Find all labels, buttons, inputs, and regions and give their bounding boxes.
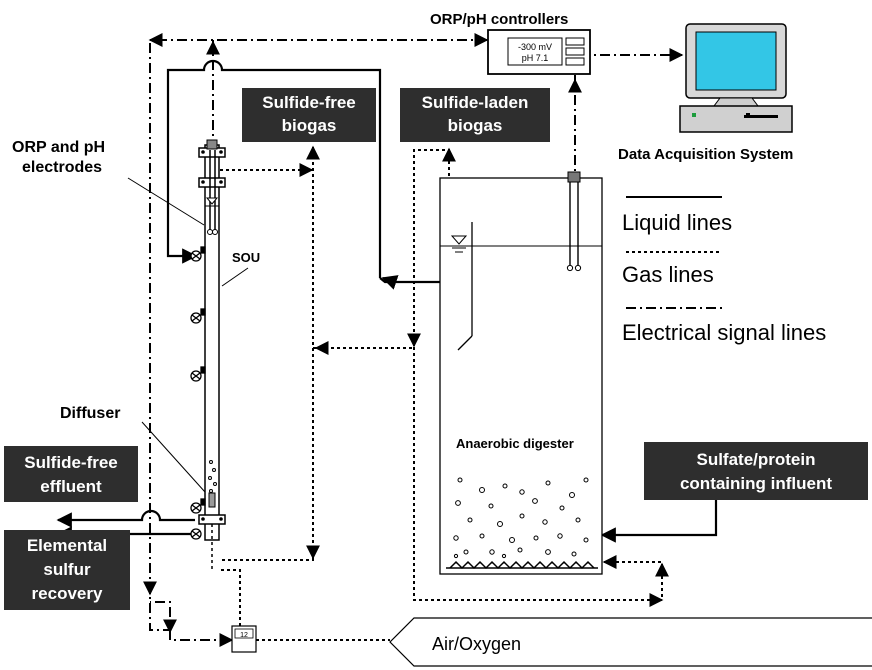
- svg-text:sulfur: sulfur: [43, 560, 91, 579]
- controller-readout-ph: pH 7.1: [522, 53, 549, 63]
- legend: Liquid lines Gas lines Electrical signal…: [622, 196, 826, 345]
- svg-text:Elemental: Elemental: [27, 536, 107, 555]
- svg-text:effluent: effluent: [40, 477, 102, 496]
- diffuser-label: Diffuser: [60, 405, 120, 422]
- svg-text:Sulfide-laden: Sulfide-laden: [422, 93, 529, 112]
- box-sulfide-free-biogas: Sulfide-free biogas: [242, 88, 376, 142]
- legend-electrical: Electrical signal lines: [622, 320, 826, 345]
- controllers-label: ORP/pH controllers: [430, 11, 568, 28]
- air-oxygen-label: Air/Oxygen: [432, 634, 521, 654]
- legend-liquid: Liquid lines: [622, 210, 732, 235]
- svg-text:biogas: biogas: [448, 116, 503, 135]
- svg-text:recovery: recovery: [32, 584, 103, 603]
- anaerobic-digester: [439, 171, 603, 575]
- pointer-lines: [127, 177, 249, 493]
- svg-text:Sulfide-free: Sulfide-free: [24, 453, 118, 472]
- gas-arrows: [299, 145, 669, 607]
- sou-label: SOU: [232, 250, 260, 265]
- svg-text:containing influent: containing influent: [680, 474, 832, 493]
- sampling-valves: [190, 246, 206, 540]
- computer-icon: [679, 23, 793, 133]
- svg-text:Sulfate/protein: Sulfate/protein: [696, 450, 815, 469]
- svg-text:Sulfide-free: Sulfide-free: [262, 93, 356, 112]
- box-sulfide-free-effluent: Sulfide-free effluent: [4, 446, 138, 502]
- liquid-lines: [60, 59, 718, 537]
- sou-column: [198, 139, 226, 570]
- orp-ph-electrodes-label-1: ORP and pH: [12, 139, 105, 156]
- flowmeter-icon: [231, 625, 257, 653]
- flowmeter-display: 12: [240, 632, 248, 639]
- anaerobic-digester-label: Anaerobic digester: [456, 436, 574, 451]
- orp-ph-electrodes-label-2: electrodes: [22, 159, 102, 176]
- orp-ph-controller: [487, 29, 591, 75]
- daq-label: Data Acquisition System: [618, 146, 793, 163]
- svg-text:biogas: biogas: [282, 116, 337, 135]
- legend-gas: Gas lines: [622, 262, 714, 287]
- digester-bubbles: [453, 477, 589, 559]
- air-oxygen-arrow-icon: [389, 617, 872, 667]
- box-elemental-sulfur-recovery: Elemental sulfur recovery: [4, 530, 130, 610]
- controller-readout-orp: -300 mV: [518, 42, 552, 52]
- box-sulfide-laden-biogas: Sulfide-laden biogas: [400, 88, 550, 142]
- box-influent: Sulfate/protein containing influent: [644, 442, 868, 500]
- electrical-arrows: [143, 33, 684, 647]
